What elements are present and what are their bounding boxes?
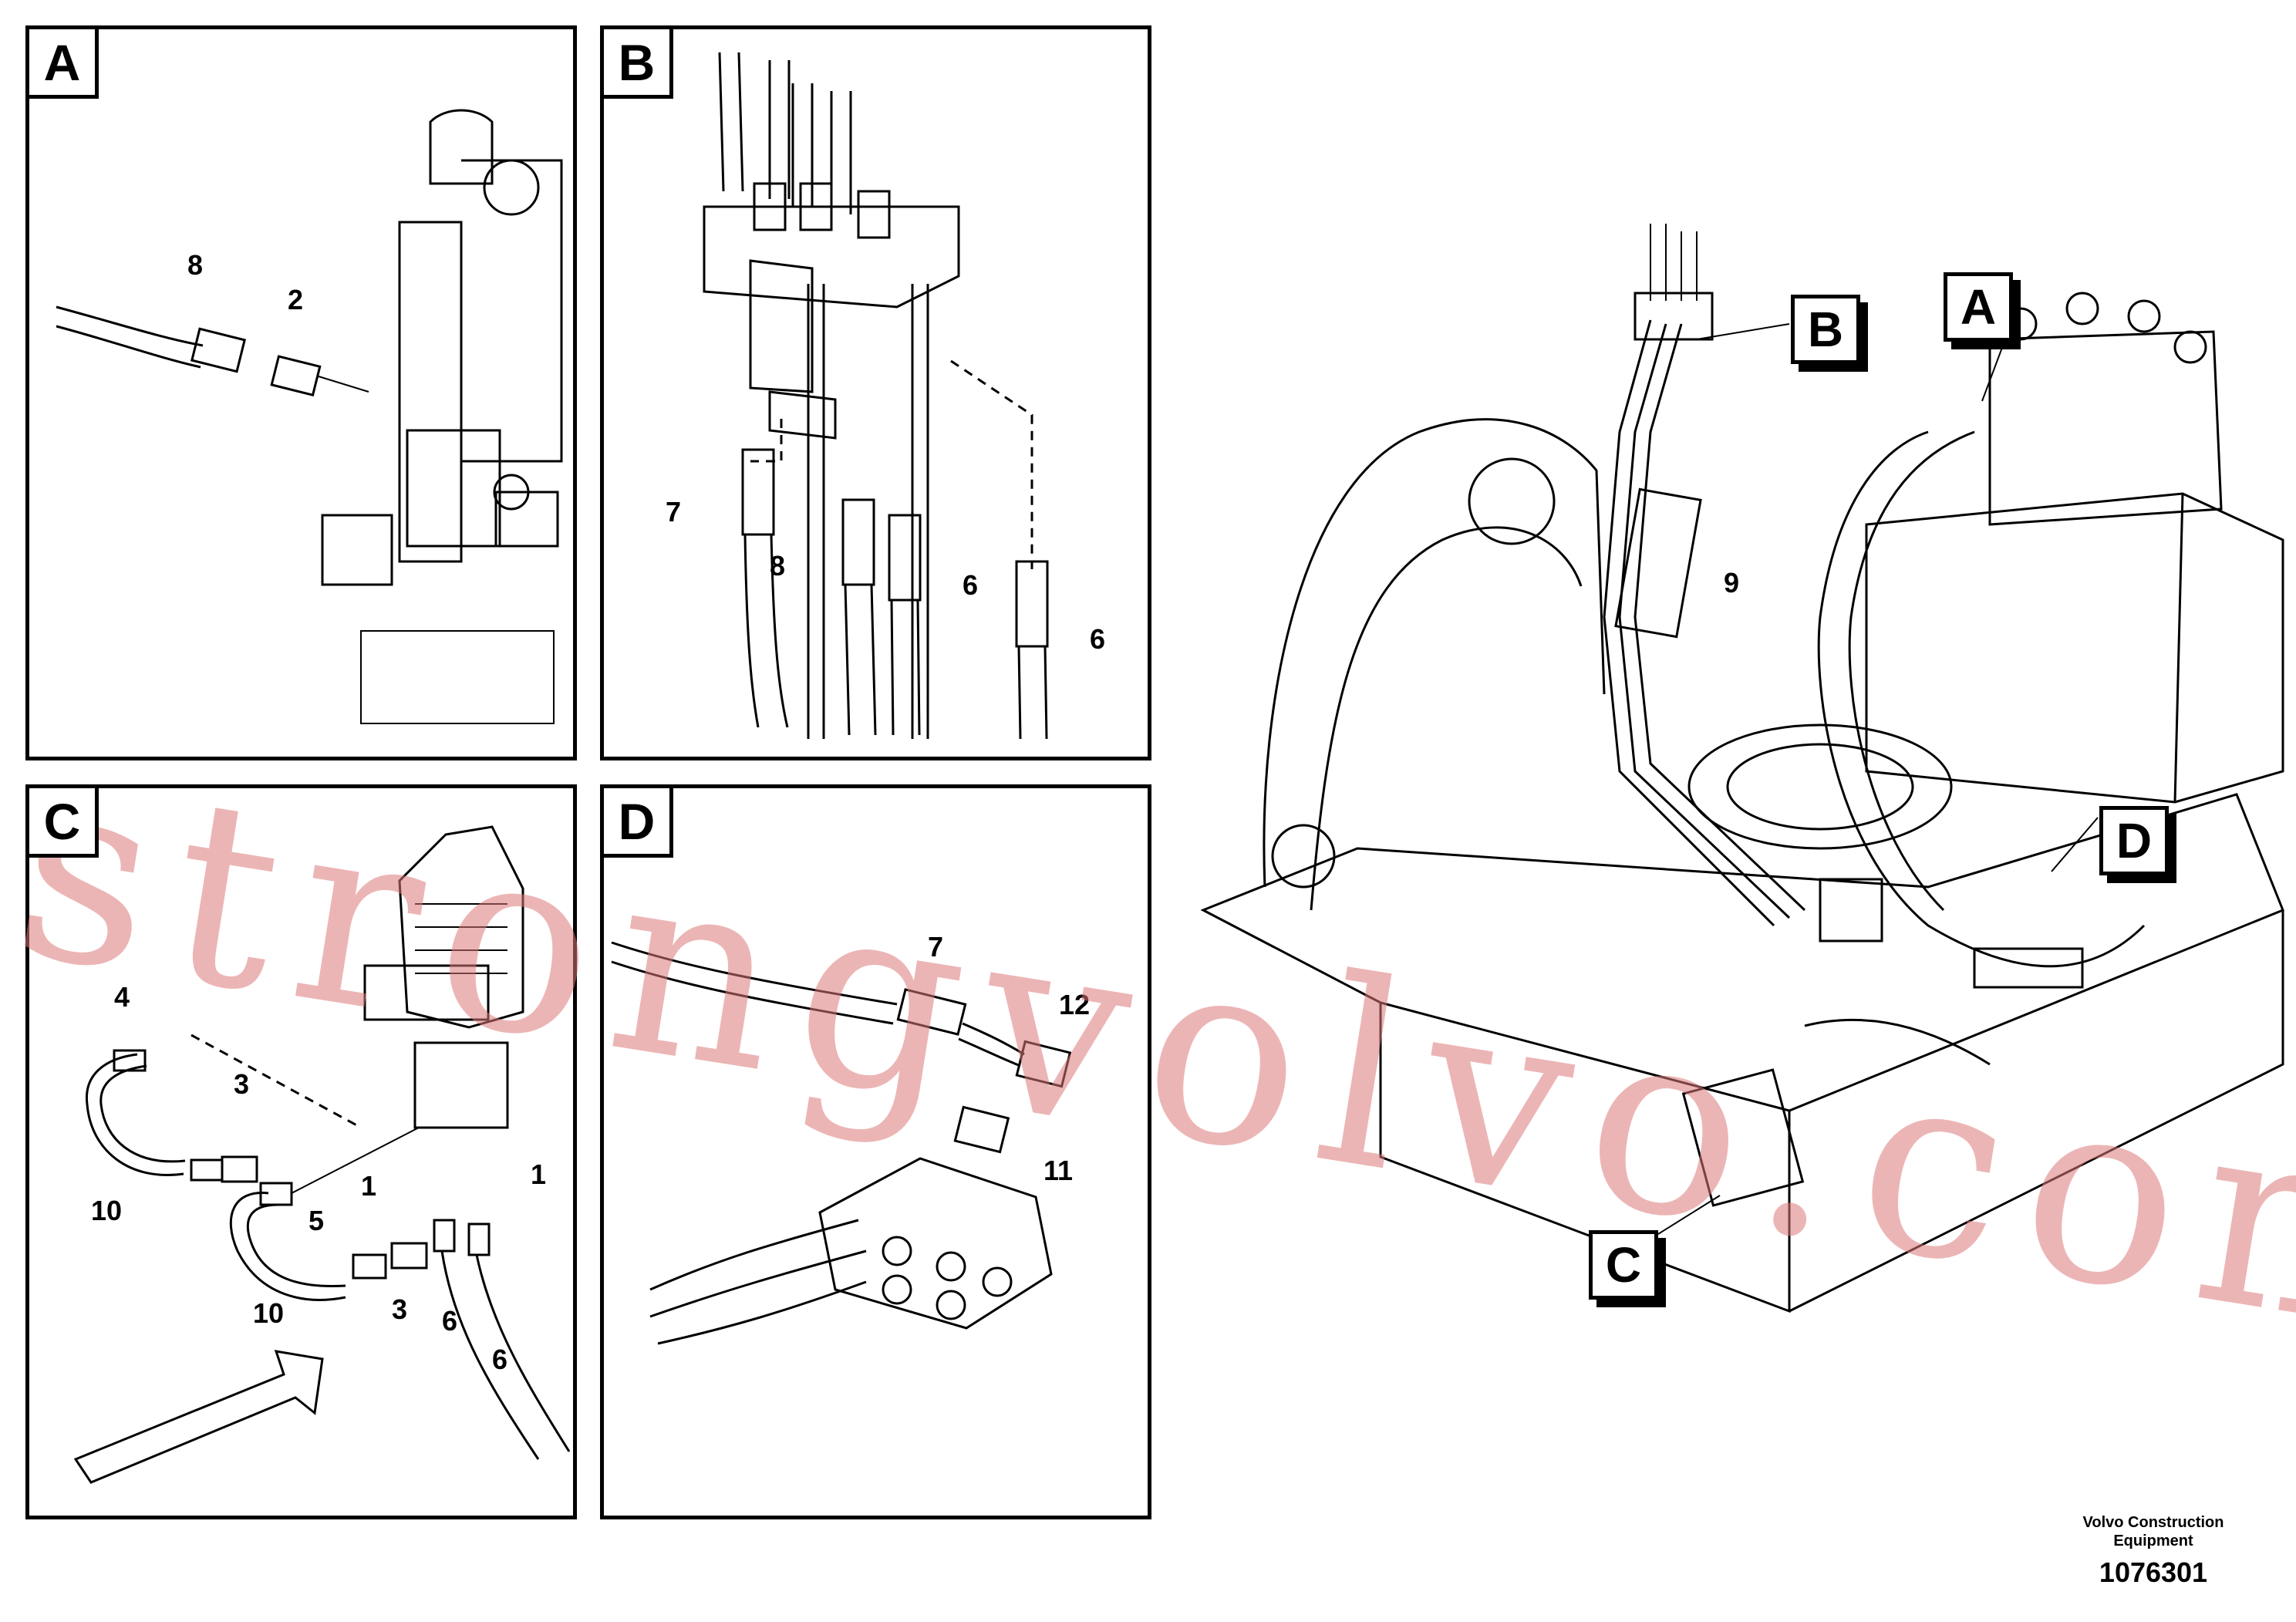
panel-b-drawing (703, 52, 1049, 740)
part-label-10: 10 (91, 1195, 123, 1226)
detail-panel-c: C 4 3 1 1 10 5 (25, 784, 577, 1519)
part-label-9: 9 (1724, 567, 1740, 599)
part-label-8: 8 (187, 249, 204, 281)
overview-callout-a: A (1944, 272, 2013, 342)
overview-callout-b: B (1791, 295, 1860, 364)
part-label-3: 3 (392, 1293, 408, 1325)
detail-panel-b: B 7 8 6 6 (600, 25, 1151, 760)
part-label-12: 12 (1059, 989, 1091, 1020)
footer-block: Volvo Construction Equipment 1076301 (2072, 1513, 2234, 1589)
overview-callout-d: D (2099, 806, 2169, 875)
panel-a-drawing (56, 109, 563, 724)
panel-d-drawing (611, 941, 1072, 1345)
part-label-6: 6 (1090, 623, 1106, 655)
panel-c-tag: C (29, 788, 99, 858)
part-label-1: 1 (531, 1158, 547, 1190)
panel-d-tag: D (604, 788, 673, 858)
part-label-5: 5 (308, 1205, 325, 1236)
detail-panel-a: A 8 2 (25, 25, 577, 760)
part-label-7: 7 (666, 496, 682, 528)
part-label-7: 7 (928, 931, 944, 963)
part-label-8: 8 (770, 550, 786, 582)
part-label-4: 4 (114, 981, 130, 1013)
panel-c-drawing (73, 825, 571, 1484)
part-label-2: 2 (288, 284, 304, 315)
part-label-6: 6 (442, 1305, 458, 1337)
drawing-number: 1076301 (2099, 1556, 2208, 1588)
detail-panel-d: D 7 12 11 (600, 784, 1151, 1519)
part-label-6: 6 (492, 1344, 508, 1375)
part-label-11: 11 (1043, 1155, 1074, 1186)
company-name: Volvo Construction Equipment (2082, 1514, 2224, 1549)
panel-b-tag: B (604, 29, 673, 99)
overview-callout-c: C (1589, 1230, 1658, 1300)
part-label-1: 1 (361, 1170, 377, 1202)
part-label-3: 3 (234, 1068, 250, 1100)
part-label-10: 10 (253, 1297, 285, 1329)
part-label-6: 6 (963, 569, 979, 601)
panel-a-tag: A (29, 29, 99, 99)
